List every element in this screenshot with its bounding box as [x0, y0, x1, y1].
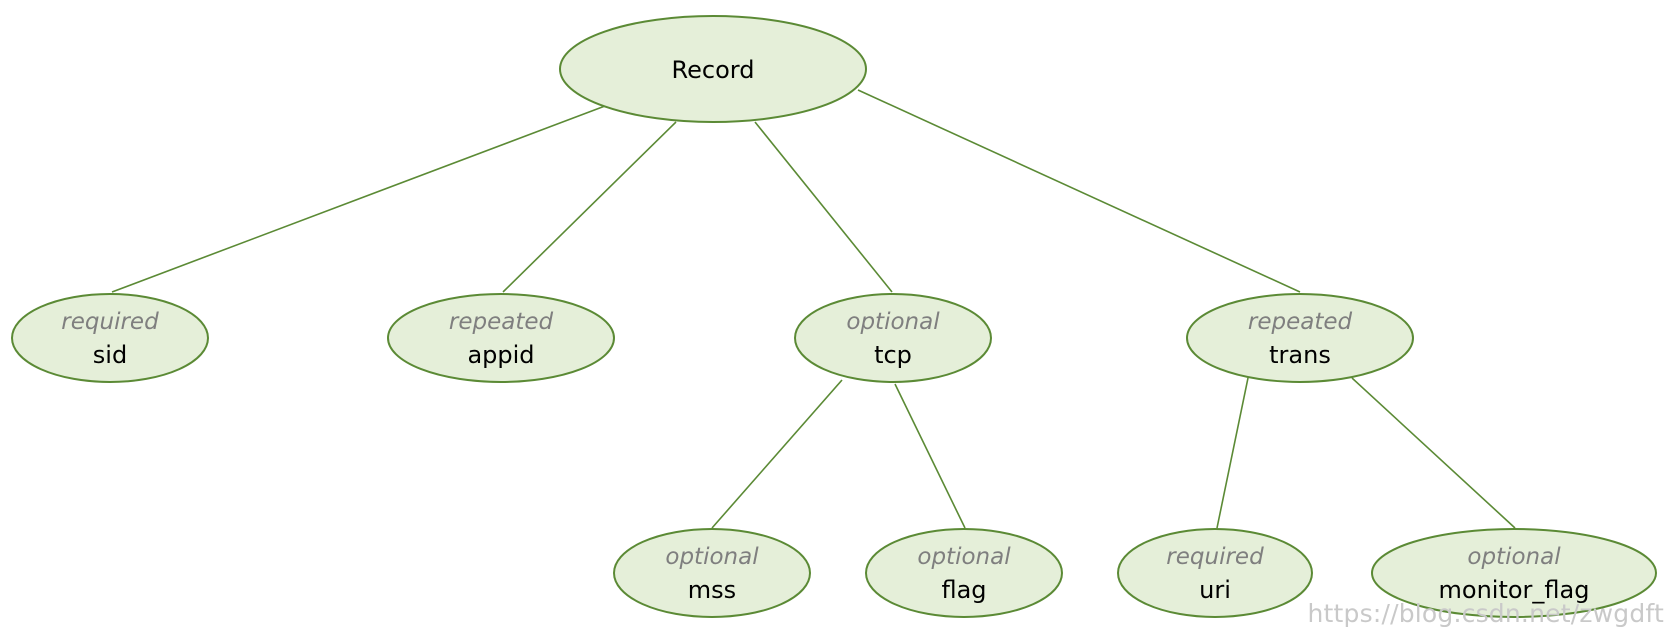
node-sid: required sid [11, 293, 209, 383]
node-flag-shape [865, 528, 1063, 618]
edge-trans-uri [1216, 377, 1249, 529]
node-mss-name: mss [688, 576, 736, 604]
node-mss: optional mss [613, 528, 811, 618]
node-tcp: optional tcp [794, 293, 992, 383]
node-record-name: Record [672, 56, 755, 84]
node-appid-shape [387, 293, 615, 383]
node-flag-name: flag [941, 576, 986, 604]
node-tcp-modifier: optional [846, 309, 940, 335]
node-record: Record [559, 15, 867, 123]
edge-record-sid [111, 105, 606, 293]
node-appid-name: appid [467, 341, 534, 369]
edge-tcp-flag [894, 383, 966, 529]
node-appid-modifier: repeated [449, 309, 554, 335]
node-flag: optional flag [865, 528, 1063, 618]
node-trans-name: trans [1269, 341, 1331, 369]
node-monitor-flag-shape [1371, 528, 1657, 618]
node-sid-shape [11, 293, 209, 383]
node-uri-name: uri [1199, 576, 1231, 604]
node-record-shape [559, 15, 867, 123]
node-flag-modifier: optional [917, 544, 1011, 570]
edge-tcp-mss [711, 379, 843, 529]
node-tcp-name: tcp [874, 341, 912, 369]
edge-record-tcp [754, 121, 893, 293]
node-trans-modifier: repeated [1248, 309, 1353, 335]
node-tcp-shape [794, 293, 992, 383]
watermark-url: https://blog.csdn.net/zwgdft [1307, 599, 1664, 628]
edge-record-appid [502, 121, 677, 293]
node-appid: repeated appid [387, 293, 615, 383]
node-monitor-flag: optional monitor_flag [1371, 528, 1657, 618]
node-mss-modifier: optional [665, 544, 759, 570]
edges [111, 89, 1516, 529]
node-sid-modifier: required [61, 309, 159, 335]
edge-trans-monitor-flag [1351, 377, 1516, 529]
node-monitor-flag-name: monitor_flag [1439, 576, 1590, 604]
edge-record-trans [857, 89, 1301, 293]
node-mss-shape [613, 528, 811, 618]
node-uri: required uri [1117, 528, 1313, 618]
node-uri-modifier: required [1166, 544, 1264, 570]
node-trans: repeated trans [1186, 293, 1414, 383]
node-trans-shape [1186, 293, 1414, 383]
node-monitor-flag-modifier: optional [1467, 544, 1561, 570]
node-uri-shape [1117, 528, 1313, 618]
node-sid-name: sid [93, 341, 127, 369]
